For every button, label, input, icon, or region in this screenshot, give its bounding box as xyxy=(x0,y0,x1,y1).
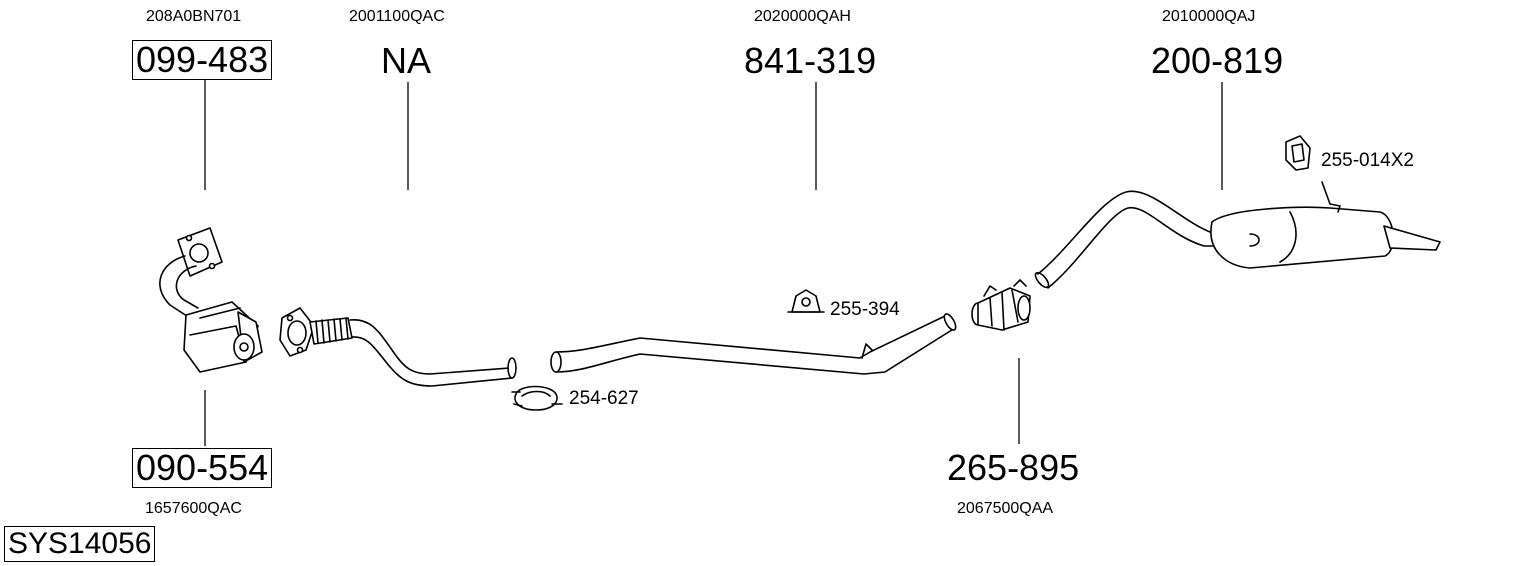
oe-number-label: 2001100QAC xyxy=(349,8,445,25)
connector-clamp-265-895 xyxy=(971,279,1031,331)
part-number-label[interactable]: 090-554 xyxy=(132,448,273,488)
rear-silencer xyxy=(1034,181,1441,289)
part-number-label[interactable]: 099-483 xyxy=(132,40,273,80)
catalytic-converter xyxy=(159,227,263,373)
accessory-label[interactable]: 254-627 xyxy=(569,388,639,409)
rubber-hanger-255-014x2 xyxy=(1285,135,1311,171)
pipe-clamp-254-627 xyxy=(511,385,563,411)
accessory-label[interactable]: 255-014X2 xyxy=(1321,150,1414,171)
oe-number-label: 2010000QAJ xyxy=(1162,8,1256,25)
accessory-label[interactable]: 255-394 xyxy=(830,299,900,320)
part-number-label[interactable]: NA xyxy=(381,40,432,81)
part-number-label[interactable]: 200-819 xyxy=(1151,40,1284,81)
system-id-label: SYS14056 xyxy=(4,526,156,562)
part-number-label[interactable]: 265-895 xyxy=(947,447,1080,488)
oe-number-label: 2067500QAA xyxy=(957,500,1054,517)
front-pipe xyxy=(279,307,517,387)
oe-number-label: 1657600QAC xyxy=(145,500,242,517)
oe-number-label: 2020000QAH xyxy=(754,8,851,25)
part-number-label[interactable]: 841-319 xyxy=(744,40,877,81)
middle-pipe xyxy=(550,313,957,375)
oe-number-label: 208A0BN701 xyxy=(146,8,242,25)
rubber-mount-255-394 xyxy=(787,289,825,313)
